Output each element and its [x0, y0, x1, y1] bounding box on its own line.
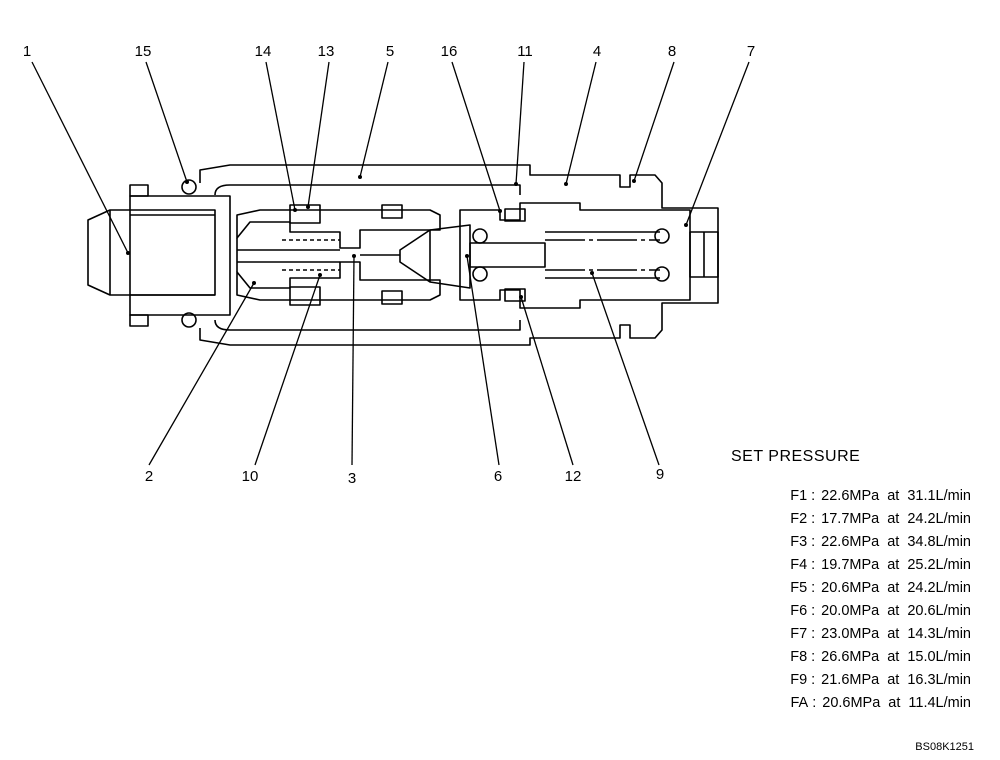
set-pressure-at: at: [887, 488, 900, 504]
set-pressure-at: at: [887, 534, 900, 550]
spring: [469, 231, 660, 279]
set-pressure-separator: :: [811, 603, 816, 619]
valve-housing: [199, 164, 719, 346]
set-pressure-flow: 31.1L/min: [907, 488, 971, 504]
set-pressure-code: F4: [790, 557, 808, 573]
callout-4: 4: [593, 43, 601, 60]
piston-sleeve: [236, 209, 441, 301]
callout-14: 14: [255, 43, 272, 60]
callout-13: 13: [318, 43, 335, 60]
set-pressure-code: F2: [790, 511, 808, 527]
drawing-code: BS08K1251: [915, 741, 974, 753]
callout-16: 16: [441, 43, 458, 60]
set-pressure-code: FA: [790, 695, 809, 711]
set-pressure-row: F6:20.0MPa at 20.6L/min: [700, 600, 971, 623]
set-pressure-value: 17.7MPa: [821, 511, 880, 527]
set-pressure-separator: :: [811, 488, 816, 504]
set-pressure-flow: 16.3L/min: [907, 672, 971, 688]
set-pressure-at: at: [887, 511, 900, 527]
set-pressure-value: 22.6MPa: [821, 488, 880, 504]
set-pressure-code: F9: [790, 672, 808, 688]
set-pressure-value: 20.0MPa: [821, 603, 880, 619]
set-pressure-row: F8:26.6MPa at 15.0L/min: [700, 646, 971, 669]
set-pressure-flow: 15.0L/min: [907, 649, 971, 665]
set-pressure-flow: 25.2L/min: [907, 557, 971, 573]
set-pressure-value: 22.6MPa: [821, 534, 880, 550]
set-pressure-row: F9:21.6MPa at 16.3L/min: [700, 669, 971, 692]
o-ring: [181, 179, 197, 195]
end-cap: [689, 231, 719, 278]
callout-7: 7: [747, 43, 755, 60]
callout-1: 1: [23, 43, 31, 60]
set-pressure-code: F5: [790, 580, 808, 596]
set-pressure-row: F7:23.0MPa at 14.3L/min: [700, 623, 971, 646]
set-pressure-value: 20.6MPa: [822, 695, 881, 711]
set-pressure-at: at: [887, 672, 900, 688]
set-pressure-separator: :: [811, 534, 816, 550]
callout-5: 5: [386, 43, 394, 60]
callout-10: 10: [242, 468, 259, 485]
set-pressure-separator: :: [811, 649, 816, 665]
set-pressure-value: 21.6MPa: [821, 672, 880, 688]
plug-nut: [129, 184, 231, 327]
set-pressure-code: F8: [790, 649, 808, 665]
set-pressure-value: 23.0MPa: [821, 626, 880, 642]
o-ring-lower: [181, 312, 197, 328]
set-pressure-code: F7: [790, 626, 808, 642]
set-pressure-value: 26.6MPa: [821, 649, 880, 665]
seat-region: [237, 204, 403, 306]
set-pressure-separator: :: [811, 626, 816, 642]
callout-2: 2: [145, 468, 153, 485]
set-pressure-flow: 24.2L/min: [907, 511, 971, 527]
set-pressure-separator: :: [811, 580, 816, 596]
set-pressure-at: at: [887, 649, 900, 665]
set-pressure-at: at: [887, 626, 900, 642]
leader-lines: [31, 61, 750, 466]
set-pressure-row: F3:22.6MPa at 34.8L/min: [700, 531, 971, 554]
set-pressure-flow: 24.2L/min: [907, 580, 971, 596]
set-pressure-code: F3: [790, 534, 808, 550]
set-pressure-code: F1: [790, 488, 808, 504]
leader-dots: [126, 175, 688, 299]
set-pressure-row: F4:19.7MPa at 25.2L/min: [700, 554, 971, 577]
set-pressure-at: at: [887, 557, 900, 573]
callout-11: 11: [517, 43, 533, 60]
set-pressure-separator: :: [812, 695, 817, 711]
callout-9: 9: [656, 466, 664, 483]
callout-3: 3: [348, 470, 356, 487]
poppet: [399, 224, 471, 289]
set-pressure-flow: 34.8L/min: [907, 534, 971, 550]
set-pressure-separator: :: [811, 557, 816, 573]
adjusting-sleeve: [459, 202, 691, 309]
set-pressure-flow: 14.3L/min: [907, 626, 971, 642]
set-pressure-separator: :: [811, 511, 816, 527]
set-pressure-row: F5:20.6MPa at 24.2L/min: [700, 577, 971, 600]
set-pressure-flow: 20.6L/min: [907, 603, 971, 619]
set-pressure-title: SET PRESSURE: [731, 448, 861, 465]
set-pressure-row: F1:22.6MPa at 31.1L/min: [700, 485, 971, 508]
set-pressure-separator: :: [811, 672, 816, 688]
callout-15: 15: [135, 43, 152, 60]
set-pressure-at: at: [888, 695, 901, 711]
callout-6: 6: [494, 468, 502, 485]
callout-12: 12: [565, 468, 582, 485]
set-pressure-flow: 11.4L/min: [908, 695, 971, 711]
set-pressure-code: F6: [790, 603, 808, 619]
set-pressure-at: at: [887, 603, 900, 619]
callout-8: 8: [668, 43, 676, 60]
set-pressure-row: FA:20.6MPa at 11.4L/min: [700, 692, 971, 715]
set-pressure-at: at: [887, 580, 900, 596]
inlet-connector: [87, 209, 216, 296]
set-pressure-value: 19.7MPa: [821, 557, 880, 573]
set-pressure-value: 20.6MPa: [821, 580, 880, 596]
set-pressure-row: F2:17.7MPa at 24.2L/min: [700, 508, 971, 531]
